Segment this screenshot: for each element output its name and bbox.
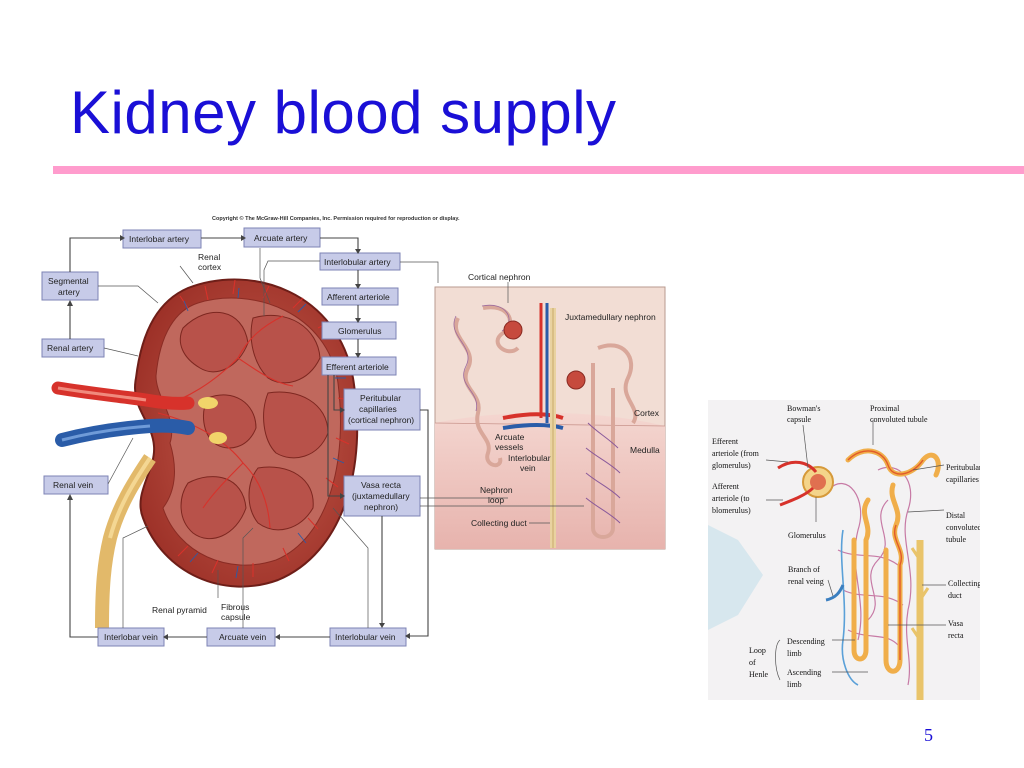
svg-text:Interlobar artery: Interlobar artery [129, 234, 190, 244]
label-vasa-recta-line1: Vasa [948, 619, 964, 628]
label-renal-pyramid: Renal pyramid [152, 605, 207, 615]
svg-text:Arcuate vein: Arcuate vein [219, 632, 267, 642]
label-fibrous-capsule-line1: Fibrous [221, 602, 249, 612]
box-interlobar-vein: Interlobar vein [97, 627, 165, 647]
label-distal-tubule-line2: convoluted [946, 523, 980, 532]
label-loop-of-henle-line1: Loop [749, 646, 766, 655]
label-renal-cortex-line1: Renal [198, 252, 220, 262]
label-glomerulus: Glomerulus [788, 531, 826, 540]
svg-text:(cortical nephron): (cortical nephron) [348, 415, 414, 425]
svg-text:Efferent arteriole: Efferent arteriole [326, 362, 389, 372]
label-branch-renal-vein-line2: renal veing [788, 577, 824, 586]
label-descending-limb-line1: Descending [787, 637, 825, 646]
svg-text:Interlobar vein: Interlobar vein [104, 632, 158, 642]
box-renal-vein: Renal vein [43, 475, 109, 495]
label-efferent-arteriole-line2: arteriole (from [712, 449, 760, 458]
box-afferent-arteriole: Afferent arteriole [321, 287, 399, 306]
label-efferent-arteriole-line1: Efferent [712, 437, 739, 446]
box-segmental-artery: Segmental artery [41, 271, 99, 301]
box-vasa-recta: Vasa recta (juxtamedullary nephron) [343, 475, 421, 517]
box-glomerulus: Glomerulus [321, 321, 397, 340]
box-interlobular-vein: Interlobular vein [329, 627, 407, 647]
label-arcuate-vessels-line2: vessels [495, 442, 523, 452]
box-interlobular-artery: Interlobular artery [319, 252, 401, 271]
label-distal-tubule-line3: tubule [946, 535, 966, 544]
label-cortex: Cortex [634, 408, 660, 418]
flow-arrows [67, 235, 584, 640]
label-collecting-duct: Collecting duct [471, 518, 527, 528]
label-proximal-tubule-line1: Proximal [870, 404, 900, 413]
page-number: 5 [924, 725, 933, 745]
svg-text:artery: artery [58, 287, 80, 297]
svg-text:capillaries: capillaries [359, 404, 397, 414]
label-collecting-duct-line1: Collecting [948, 579, 980, 588]
label-interlobular-vein-line1: Interlobular [508, 453, 551, 463]
nephron-capillary-diagram: Bowman's capsule Proximal convoluted tub… [708, 400, 980, 700]
label-fibrous-capsule-line2: capsule [221, 612, 251, 622]
label-bowmans-capsule-line1: Bowman's [787, 404, 820, 413]
label-distal-tubule-line1: Distal [946, 511, 966, 520]
label-afferent-arteriole-line1: Afferent [712, 482, 740, 491]
label-afferent-arteriole-line2: arteriole (to [712, 494, 750, 503]
label-afferent-arteriole-line3: blomerulus) [712, 506, 751, 515]
label-nephron-loop-line2: loop [488, 495, 504, 505]
svg-text:Afferent arteriole: Afferent arteriole [327, 292, 390, 302]
label-proximal-tubule-line2: convoluted tubule [870, 415, 928, 424]
box-renal-artery: Renal artery [41, 338, 105, 358]
svg-text:Renal vein: Renal vein [53, 480, 93, 490]
label-ascending-limb-line1: Ascending [787, 668, 821, 677]
label-juxtamedullary-nephron: Juxtamedullary nephron [565, 312, 656, 322]
label-ascending-limb-line2: limb [787, 680, 802, 689]
box-efferent-arteriole: Efferent arteriole [321, 356, 397, 376]
svg-text:Vasa recta: Vasa recta [361, 480, 401, 490]
svg-text:Arcuate artery: Arcuate artery [254, 233, 308, 243]
label-loop-of-henle-line3: Henle [749, 670, 769, 679]
kidney-blood-flow-diagram: Copyright © The McGraw-Hill Companies, I… [41, 215, 666, 647]
label-peritubular-capillaries-line1: Peritubular [946, 463, 980, 472]
svg-text:Glomerulus: Glomerulus [338, 326, 381, 336]
label-interlobular-vein-line2: vein [520, 463, 536, 473]
label-peritubular-capillaries-line2: capillaries [946, 475, 979, 484]
label-collecting-duct-line2: duct [948, 591, 963, 600]
label-vasa-recta-line2: recta [948, 631, 964, 640]
label-medulla: Medulla [630, 445, 660, 455]
svg-text:Interlobular artery: Interlobular artery [324, 257, 391, 267]
svg-text:Segmental: Segmental [48, 276, 89, 286]
label-nephron-loop-line1: Nephron [480, 485, 513, 495]
slide-title: Kidney blood supply [70, 79, 617, 146]
svg-text:(juxtamedullary: (juxtamedullary [352, 491, 410, 501]
label-branch-renal-vein-line1: Branch of [788, 565, 820, 574]
box-arcuate-vein: Arcuate vein [206, 627, 276, 647]
label-efferent-arteriole-line3: glomerulus) [712, 461, 751, 470]
svg-text:Peritubular: Peritubular [360, 393, 401, 403]
svg-text:Interlobular vein: Interlobular vein [335, 632, 396, 642]
label-arcuate-vessels-line1: Arcuate [495, 432, 525, 442]
label-bowmans-capsule-line2: capsule [787, 415, 811, 424]
nephron-inset: Cortical nephron Juxtamedullary nephron … [434, 272, 666, 550]
svg-text:nephron): nephron) [364, 502, 398, 512]
copyright-notice: Copyright © The McGraw-Hill Companies, I… [212, 215, 460, 222]
box-interlobar-artery: Interlobar artery [122, 229, 202, 249]
label-renal-cortex-line2: cortex [198, 262, 222, 272]
svg-text:Renal artery: Renal artery [47, 343, 94, 353]
box-peritubular-capillaries: Peritubular capillaries (cortical nephro… [343, 388, 421, 431]
label-cortical-nephron: Cortical nephron [468, 272, 531, 282]
label-loop-of-henle-line2: of [749, 658, 756, 667]
kidney-cross-section [51, 278, 359, 629]
title-divider [53, 166, 1024, 174]
box-arcuate-artery: Arcuate artery [243, 227, 321, 248]
label-descending-limb-line2: limb [787, 649, 802, 658]
